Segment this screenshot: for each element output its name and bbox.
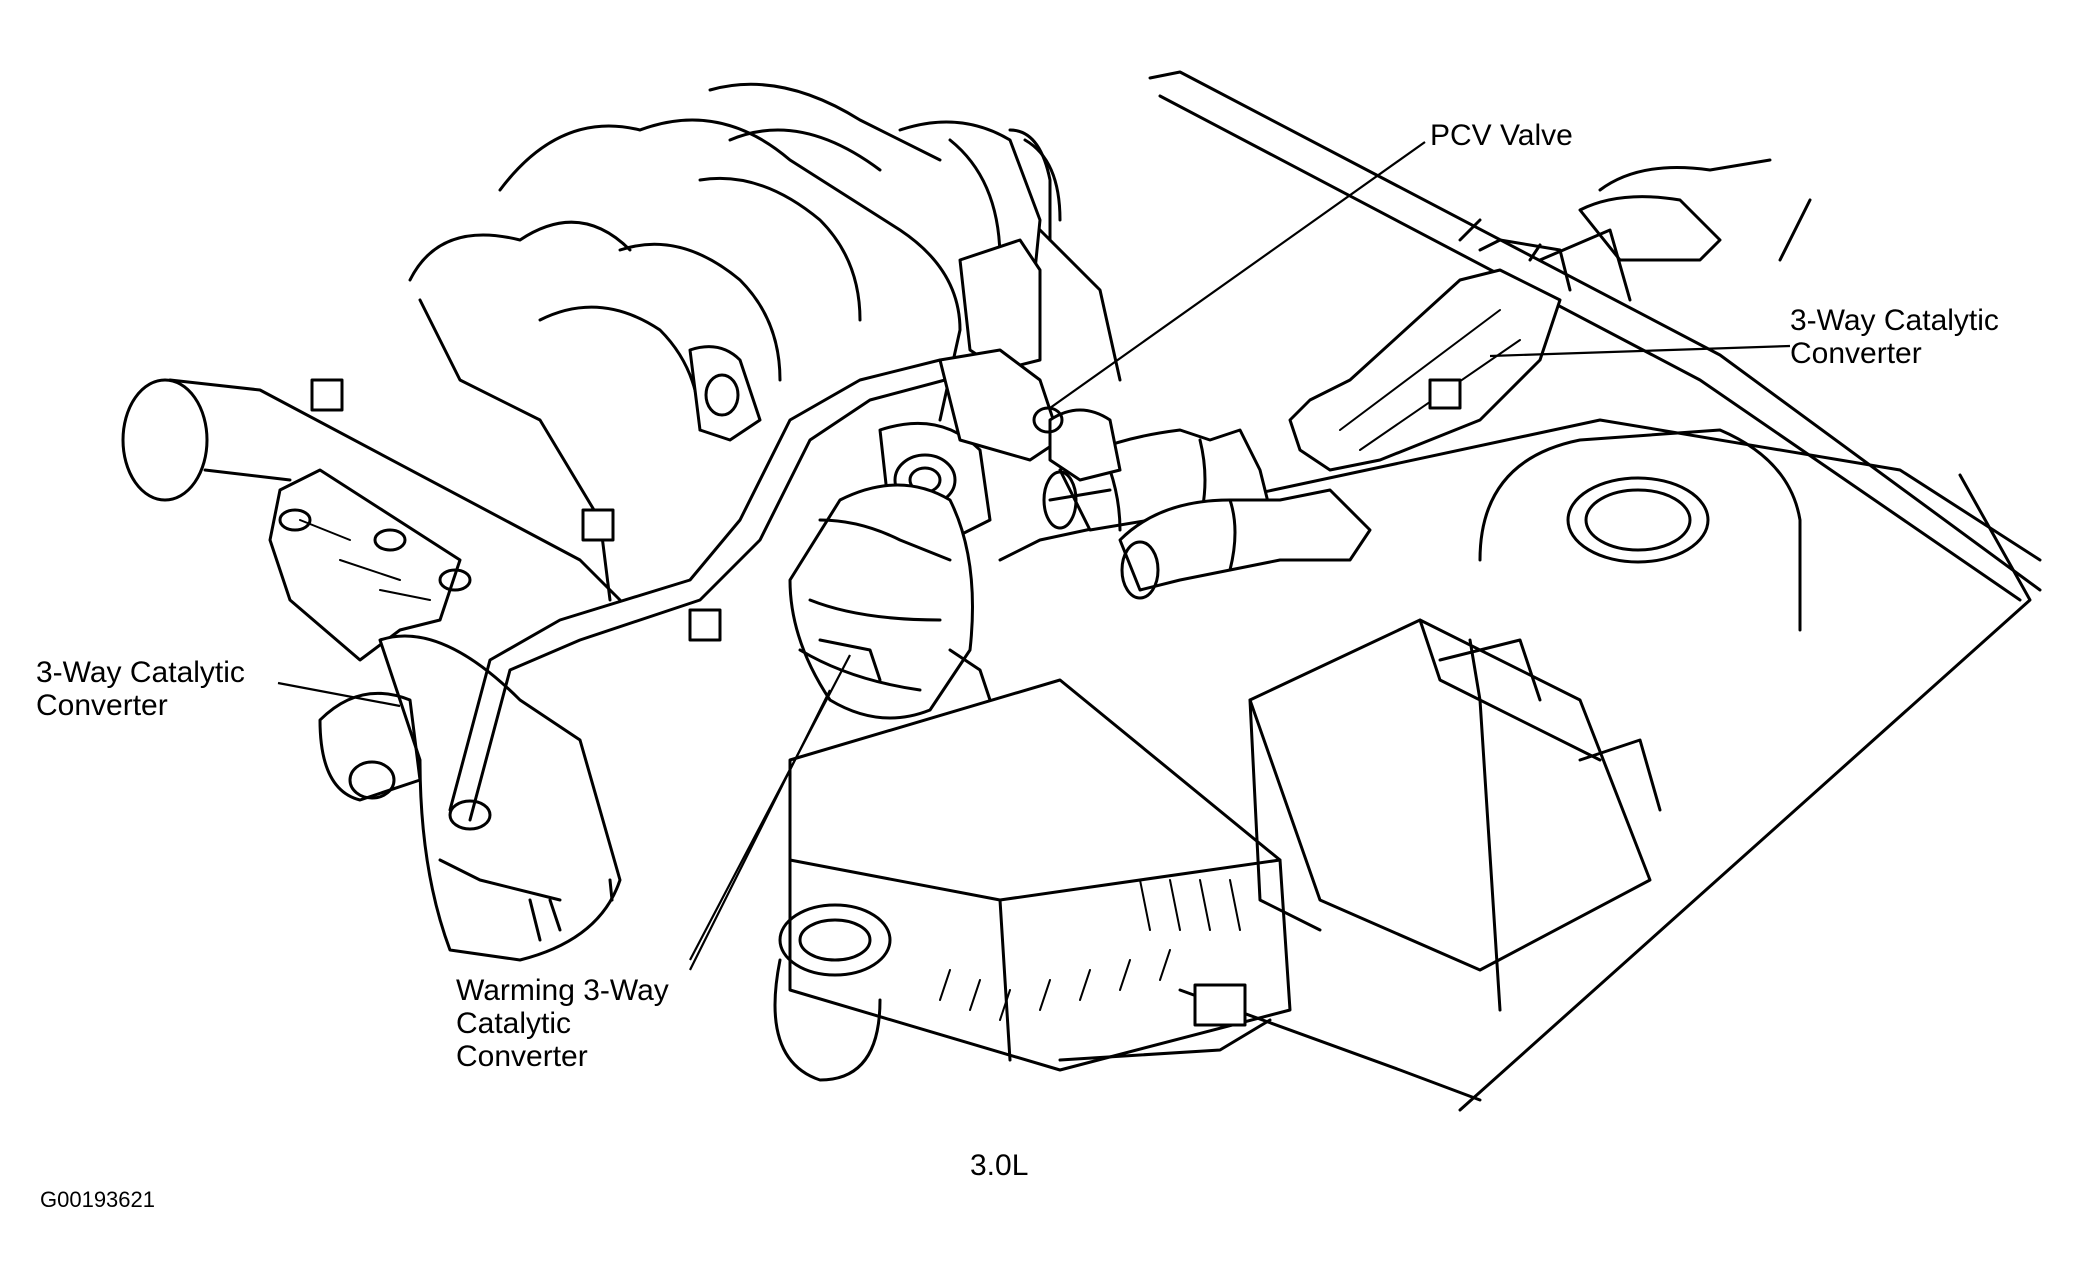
label-warming-catalytic-converter-line3: Converter — [456, 1040, 588, 1073]
leader-pcv-valve — [1049, 141, 1426, 409]
label-pcv-valve: PCV Valve — [1430, 119, 1573, 152]
left-cylinder-head — [121, 378, 622, 602]
warming-catalytic-converter — [788, 483, 992, 720]
air-cleaner — [773, 678, 1482, 1102]
label-engine-size: 3.0L — [970, 1149, 1029, 1182]
right-catalytic-converter — [1288, 158, 1772, 472]
left-catalytic-converter — [318, 634, 622, 962]
label-left-catalytic-converter-line2: Converter — [36, 689, 168, 722]
figure-id: G00193621 — [40, 1187, 155, 1212]
label-right-catalytic-converter-line1: 3-Way Catalytic — [1790, 304, 1999, 337]
leader-left-catalytic — [277, 681, 401, 708]
label-warming-catalytic-converter-line1: Warming 3-Way — [456, 974, 669, 1007]
leader-warming-catalytic-2 — [689, 689, 831, 971]
leader-warming-catalytic-1 — [689, 654, 851, 961]
label-right-catalytic-converter-line2: Converter — [1790, 337, 1922, 370]
left-exhaust-manifold — [268, 468, 472, 662]
label-warming-catalytic-converter-line2: Catalytic — [456, 1007, 572, 1040]
center-tube — [448, 358, 947, 822]
battery-box — [1248, 618, 1662, 972]
body-outline — [998, 70, 2042, 1112]
intake-manifold — [408, 82, 1122, 602]
throttle-body — [938, 128, 1122, 482]
label-left-catalytic-converter-line1: 3-Way Catalytic — [36, 656, 245, 689]
leader-right-catalytic — [1489, 344, 1791, 358]
leader-lines — [277, 141, 1791, 971]
coolant-reservoir — [1478, 428, 1802, 632]
